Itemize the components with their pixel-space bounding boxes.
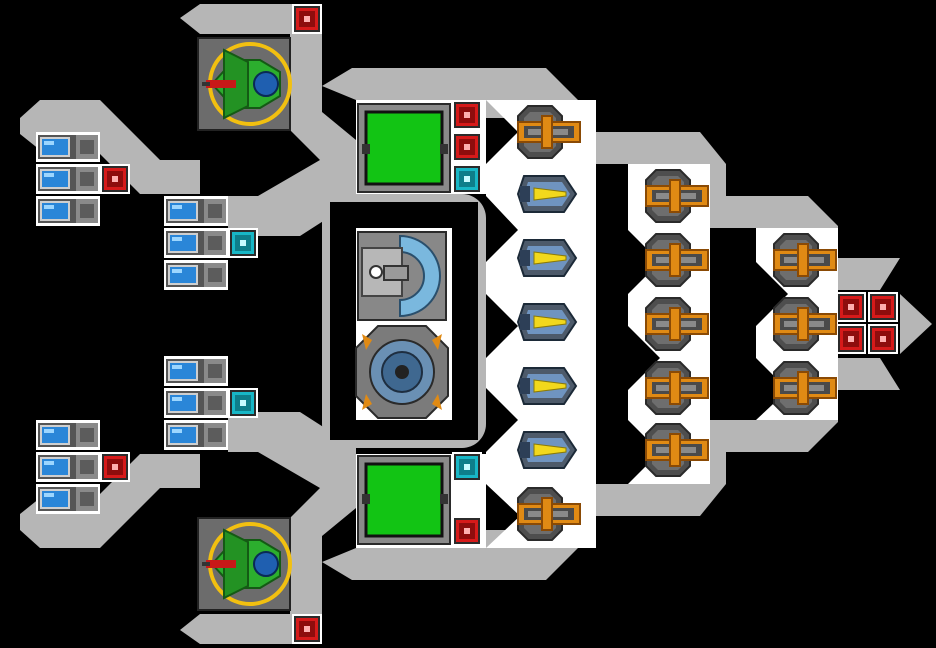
battery-cell <box>36 132 100 162</box>
yellow-laser-icon <box>517 367 577 405</box>
armor-block-red <box>452 100 482 130</box>
battery-group-2 <box>164 196 228 290</box>
armor-block-red <box>868 324 898 354</box>
weapon-column-rear <box>773 233 837 415</box>
armor-block-cyan <box>452 452 482 482</box>
battery-group-3 <box>164 356 228 450</box>
battery-cell <box>36 164 100 194</box>
battery-cell <box>36 452 100 482</box>
armor-block-red <box>452 516 482 546</box>
battery-cell <box>164 388 228 418</box>
armor-block-cyan <box>452 164 482 194</box>
battery-cell <box>164 196 228 226</box>
armor-block-red <box>292 614 322 644</box>
armor-block-red <box>452 132 482 162</box>
battery-group-4 <box>36 420 100 514</box>
yellow-laser-icon <box>517 239 577 277</box>
armor-block-red <box>836 292 866 322</box>
battery-cell <box>164 260 228 290</box>
armor-block-red <box>100 164 130 194</box>
yellow-laser-icon <box>517 303 577 341</box>
green-fighter-icon <box>196 516 292 612</box>
shield-core-icon <box>355 325 449 419</box>
battery-cell <box>36 420 100 450</box>
yellow-laser-icon <box>517 431 577 469</box>
battery-cell <box>164 356 228 386</box>
control-screen-bottom <box>357 455 451 545</box>
armor-block-cyan <box>228 388 258 418</box>
yellow-laser-icon <box>517 175 577 213</box>
battery-cell <box>36 196 100 226</box>
battery-cell <box>36 484 100 514</box>
green-fighter-icon <box>196 36 292 132</box>
armor-block-red <box>292 4 322 34</box>
battery-cell <box>164 420 228 450</box>
armor-block-red <box>868 292 898 322</box>
battery-group-1 <box>36 132 100 226</box>
armor-block-red <box>100 452 130 482</box>
control-screen-top <box>357 103 451 193</box>
fighter-bay-top <box>196 36 292 132</box>
battery-cell <box>164 228 228 258</box>
armor-block-red <box>836 324 866 354</box>
reactor-core-icon <box>357 231 447 321</box>
armor-block-cyan <box>228 228 258 258</box>
fighter-bay-bottom <box>196 516 292 612</box>
